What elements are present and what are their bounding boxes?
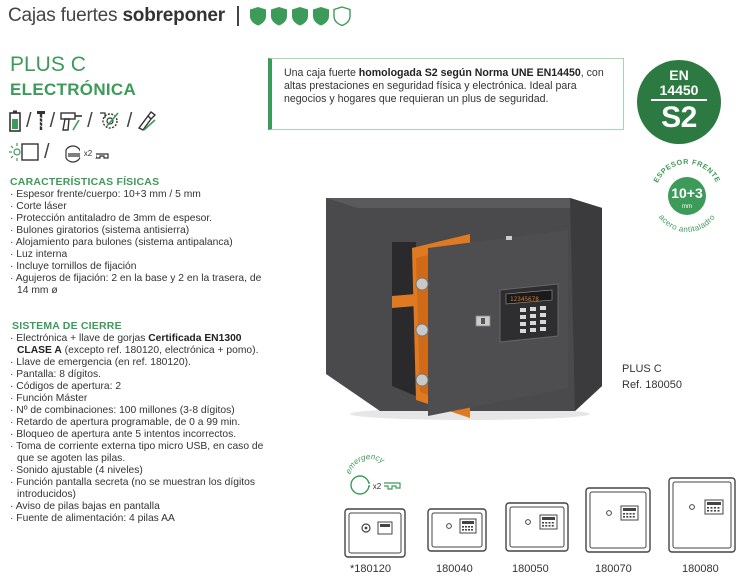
emergency-key-x2-icon: x2 (64, 145, 109, 163)
icon-separator: / (87, 110, 93, 132)
model-ref-label: 180080 (682, 563, 719, 575)
emergency-label: emergency (344, 455, 387, 475)
model-ref-label: 180040 (436, 563, 473, 575)
badge-grade: S2 (661, 101, 697, 134)
model-ref-label: 180070 (595, 563, 632, 575)
model-ref-label: 180050 (512, 563, 549, 575)
locking-feature-item: Pantalla: 8 dígitos. (10, 369, 272, 381)
physical-feature-item: Alojamiento para bulones (sistema antipa… (10, 237, 272, 249)
category-title-light: Cajas fuertes (8, 5, 118, 26)
emergency-count: x2 (373, 482, 382, 491)
certification-badge: EN 14450 S2 (637, 60, 721, 144)
product-description: Una caja fuerte homologada S2 según Norm… (268, 58, 624, 130)
physical-features-list: Espesor frente/cuerpo: 10+3 mm / 5 mmCor… (10, 189, 272, 297)
screw-icon (36, 111, 45, 130)
product-caption: PLUS C Ref. 180050 (622, 361, 682, 393)
key-count-label: x2 (83, 149, 92, 158)
category-title: Cajas fuertes sobreponer (8, 5, 225, 27)
locking-feature-item: Electrónica + llave de gorjas Certificad… (10, 333, 272, 357)
badge-divider (651, 99, 707, 101)
locking-feature-item: Llave de emergencia (en ref. 180120). (10, 357, 272, 369)
physical-feature-item: Corte láser (10, 201, 272, 213)
locking-feature-item: Toma de corriente externa tipo micro USB… (10, 441, 272, 465)
anti-drill-icon (99, 112, 119, 129)
keypad-keys (520, 306, 546, 333)
drill-bolt-icon (60, 112, 83, 131)
page-header: Cajas fuertes sobreponer (8, 4, 351, 28)
icon-separator: / (44, 141, 50, 163)
caption-ref: Ref. 180050 (622, 379, 682, 391)
product-name: PLUS C (10, 53, 86, 76)
seal-unit: mm (682, 204, 692, 210)
model-ref-label: *180120 (350, 563, 391, 575)
model-thumbnail-180120 (344, 508, 406, 558)
seal-value: 10+3 (671, 185, 703, 201)
light-icon (9, 143, 39, 161)
thickness-seal: ESPESOR FRENTE 10+3 mm acero antitaladro (645, 154, 729, 238)
keypad-display: 12345678 (510, 296, 539, 303)
model-thumbnail-180080 (668, 477, 736, 553)
physical-feature-item: Agujeros de fijación: 2 en la base y 2 e… (10, 273, 272, 297)
badge-standard-prefix: EN (669, 67, 689, 83)
icon-separator: / (26, 110, 32, 132)
locking-feature-item: Aviso de pilas bajas en pantalla (10, 501, 272, 513)
shield-filled-icon (312, 7, 329, 26)
locking-feature-item: Nº de combinaciones: 100 millones (3-8 d… (10, 405, 272, 417)
locking-feature-item: Códigos de apertura: 2 (10, 381, 272, 393)
model-thumbnail-180040 (427, 508, 487, 552)
description-rest: , con altas prestaciones en seguridad fí… (284, 67, 604, 105)
icon-separator: / (126, 110, 133, 132)
security-level-shields (249, 6, 351, 26)
safe-product-image: 12345678 (326, 198, 602, 420)
category-title-bold: sobreponer (122, 5, 225, 26)
locking-feature-item: Función Máster (10, 393, 272, 405)
product-subtitle: ELECTRÓNICA (10, 80, 137, 99)
shield-filled-icon (270, 7, 287, 26)
physical-feature-item: Protección antitaladro de 3mm de espesor… (10, 213, 272, 225)
physical-feature-item: Incluye tornillos de fijación (10, 261, 272, 273)
anti-tamper-icon (138, 111, 157, 131)
locking-feature-item: Bloqueo de apertura ante 5 intentos inco… (10, 429, 272, 441)
icon-separator: / (49, 110, 56, 132)
model-thumbnail-180070 (585, 487, 651, 553)
battery-icon (9, 110, 21, 132)
feature-icons-row-1: / / / / (8, 110, 158, 132)
shield-empty-icon (333, 6, 351, 26)
physical-features-title: CARACTERÍSTICAS FÍSICAS (10, 176, 160, 188)
locking-feature-lead: Electrónica + llave de gorjas (16, 333, 149, 344)
locking-feature-item: Fuente de alimentación: 4 pilas AA (10, 513, 272, 525)
locking-feature-item: Retardo de apertura programable, de 0 a … (10, 417, 272, 429)
model-thumbnail-180050 (505, 502, 569, 552)
feature-icons-row-2: / x2 (8, 140, 114, 164)
locking-feature-rest: (excepto ref. 180120, electrónica + pomo… (61, 345, 259, 356)
badge-standard-number: 14450 (659, 82, 699, 98)
description-bold: homologada S2 según Norma UNE EN14450 (358, 67, 581, 79)
locking-system-list: Electrónica + llave de gorjas Certificad… (10, 333, 272, 525)
locking-feature-item: Función pantalla secreta (no se muestran… (10, 477, 272, 501)
caption-name: PLUS C (622, 363, 662, 375)
physical-feature-item: Bulones giratorios (sistema antisierra) (10, 225, 272, 237)
shield-filled-icon (249, 7, 266, 26)
locking-feature-bold: Certificada EN1300 CLASE A (17, 333, 242, 356)
description-lead: Una caja fuerte (284, 67, 359, 79)
emergency-key-icon: emergency x2 (344, 455, 401, 495)
shield-filled-icon (291, 7, 308, 26)
locking-system-title: SISTEMA DE CIERRE (12, 320, 122, 332)
locking-feature-item: Sonido ajustable (4 niveles) (10, 465, 272, 477)
physical-feature-item: Luz interna (10, 249, 272, 261)
header-divider (236, 6, 239, 26)
physical-feature-item: Espesor frente/cuerpo: 10+3 mm / 5 mm (10, 189, 272, 201)
